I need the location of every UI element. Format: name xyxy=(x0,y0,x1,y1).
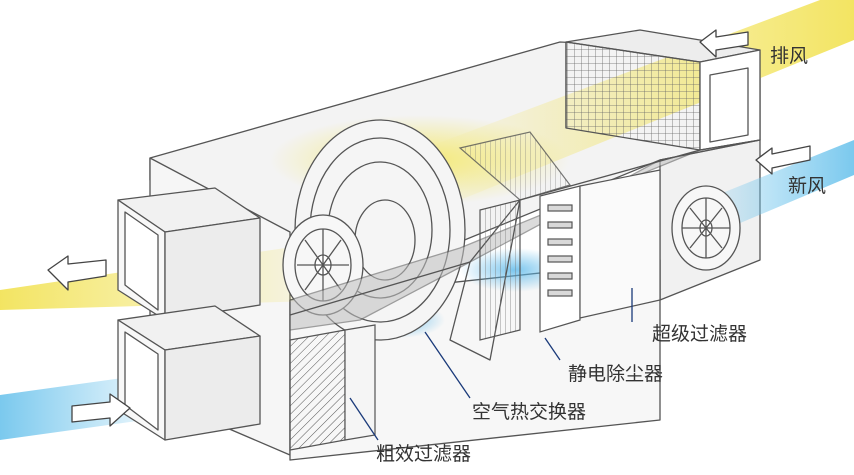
return-duct-lower xyxy=(117,305,261,441)
electrostatic-section xyxy=(539,185,581,333)
label-fresh-air: 新风 xyxy=(788,175,826,197)
label-exhaust: 排风 xyxy=(770,45,808,67)
return-in-arrow-icon xyxy=(71,393,131,427)
exhaust-arrow-icon xyxy=(699,29,749,58)
fresh-air-fan xyxy=(671,185,741,271)
coarse-filter xyxy=(289,324,376,451)
leader-electrostatic xyxy=(544,337,561,361)
exhaust-grille-box xyxy=(565,29,761,151)
fresh-air-arrow-icon xyxy=(755,145,811,175)
label-ultra-filter: 超级过滤器 xyxy=(652,323,747,345)
label-coarse-filter: 粗效过滤器 xyxy=(376,443,471,465)
label-heat-exchanger: 空气热交换器 xyxy=(472,401,586,423)
cooling-coil xyxy=(458,131,571,341)
supply-duct-upper xyxy=(117,187,261,321)
supply-out-arrow-icon xyxy=(47,255,107,291)
label-electrostatic: 静电除尘器 xyxy=(568,363,663,385)
leader-lines xyxy=(349,288,633,441)
labels: 排风 新风 超级过滤器 静电除尘器 空气热交换器 粗效过滤器 xyxy=(376,45,826,465)
flow-arrows xyxy=(47,29,811,427)
leader-coarse-filter xyxy=(349,397,379,441)
electrostatic-plates xyxy=(547,204,573,297)
ultra-filter-panel xyxy=(579,169,661,319)
leader-heat-exchanger xyxy=(424,331,471,399)
